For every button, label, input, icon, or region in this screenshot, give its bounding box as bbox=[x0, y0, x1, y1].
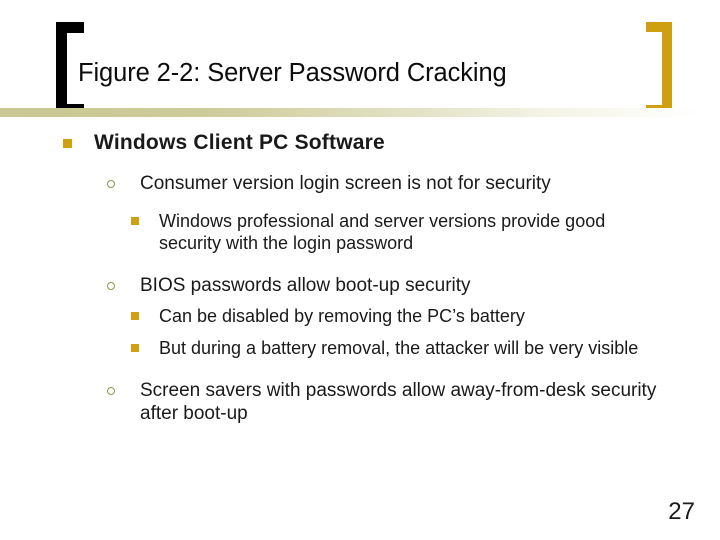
bullet-text: Can be disabled by removing the PC’s bat… bbox=[159, 306, 525, 326]
bullet-text: Windows Client PC Software bbox=[94, 131, 385, 154]
filled-square-bullet-icon bbox=[131, 217, 139, 225]
spacer bbox=[0, 156, 720, 172]
spacer bbox=[0, 254, 720, 274]
slide-body: Windows Client PC Software Consumer vers… bbox=[0, 130, 720, 490]
spacer bbox=[0, 359, 720, 379]
bullet-text: Screen savers with passwords allow away-… bbox=[140, 380, 657, 424]
spacer bbox=[0, 195, 720, 210]
slide-title-area: Figure 2-2: Server Password Cracking bbox=[0, 0, 720, 125]
bullet-item-level3: Windows professional and server versions… bbox=[131, 210, 720, 254]
bullet-text: Windows professional and server versions… bbox=[159, 211, 606, 253]
hollow-circle-bullet-icon bbox=[107, 282, 115, 290]
spacer bbox=[0, 327, 720, 337]
title-underline-rule bbox=[0, 108, 700, 117]
bullet-item-level2: BIOS passwords allow boot-up security bbox=[107, 274, 720, 297]
bullet-item-level2: Consumer version login screen is not for… bbox=[107, 172, 720, 195]
bullet-item-level3: Can be disabled by removing the PC’s bat… bbox=[131, 305, 720, 327]
bullet-item-level3: But during a battery removal, the attack… bbox=[131, 337, 720, 359]
filled-square-bullet-icon bbox=[131, 344, 139, 352]
hollow-circle-bullet-icon bbox=[107, 387, 115, 395]
hollow-circle-bullet-icon bbox=[107, 180, 115, 188]
bullet-text: But during a battery removal, the attack… bbox=[159, 338, 639, 358]
bullet-item-level2: Screen savers with passwords allow away-… bbox=[107, 379, 720, 425]
page-title: Figure 2-2: Server Password Cracking bbox=[78, 59, 507, 87]
bullet-text: Consumer version login screen is not for… bbox=[140, 173, 551, 194]
filled-square-bullet-icon bbox=[131, 312, 139, 320]
filled-square-bullet-icon bbox=[63, 139, 72, 148]
right-bracket-decoration bbox=[646, 22, 672, 115]
bullet-item-level1: Windows Client PC Software bbox=[63, 130, 720, 156]
bullet-text: BIOS passwords allow boot-up security bbox=[140, 275, 471, 296]
spacer bbox=[0, 297, 720, 305]
page-number: 27 bbox=[668, 498, 695, 525]
